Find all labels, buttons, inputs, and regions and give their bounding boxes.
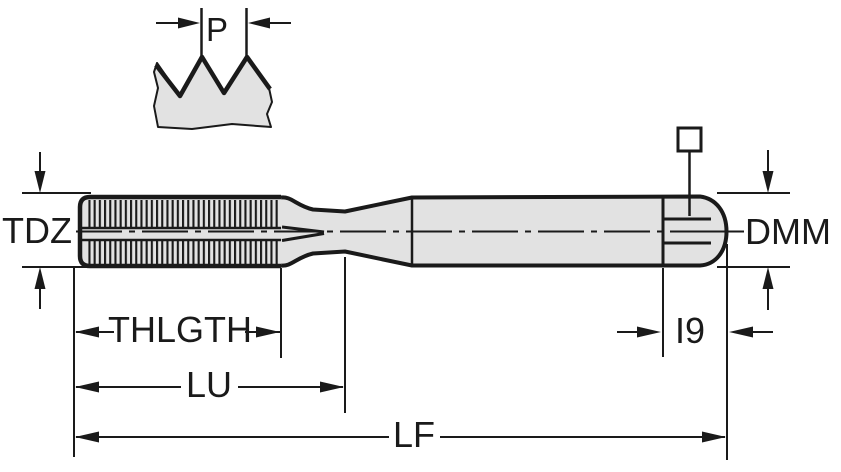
dmm-arrow-up-head [762, 267, 774, 289]
lu-arrow-right [320, 381, 344, 393]
pitch-label: P [206, 11, 228, 48]
flute-runout-lower [281, 232, 325, 242]
square-drive-icon [676, 126, 703, 153]
pitch-arrow-left-head [178, 17, 200, 29]
shank-outline-bottom [280, 231, 729, 268]
tap-body [76, 194, 744, 269]
tdz-arrow-up-head [34, 267, 46, 289]
thlgth-label: THLGTH [108, 309, 252, 350]
extension-lines [73, 244, 728, 460]
lf-dimension: LF [75, 414, 726, 455]
shank-outline-top [280, 194, 729, 232]
lf-arrow-left [75, 431, 99, 443]
thread-hatch-upper [86, 200, 279, 227]
lf-arrow-right [702, 431, 726, 443]
i9-dimension: I9 [617, 310, 773, 351]
dmm-dimension: DMM [717, 150, 831, 310]
pitch-arrow-right-head [248, 17, 270, 29]
thlgth-dimension: THLGTH [75, 309, 280, 350]
tdz-arrow-down-head [34, 171, 46, 193]
lu-label: LU [186, 364, 232, 405]
thread-profile-zigzag [154, 54, 272, 99]
i9-arrow-right-head [729, 326, 753, 338]
dmm-label: DMM [745, 211, 831, 252]
thlgth-arrow-right [256, 326, 280, 338]
lu-dimension: LU [75, 364, 344, 405]
thlgth-arrow-left [75, 326, 99, 338]
thread-hatch-lower [86, 240, 279, 264]
tdz-dimension: TDZ [2, 152, 91, 309]
dmm-arrow-down-head [762, 171, 774, 193]
square-drive-callout [676, 126, 703, 216]
i9-label: I9 [675, 310, 705, 351]
tdz-label: TDZ [2, 210, 72, 251]
lu-arrow-left [75, 381, 99, 393]
i9-arrow-left-head [637, 326, 661, 338]
pitch-detail: P [153, 8, 291, 130]
lf-label: LF [393, 414, 435, 455]
